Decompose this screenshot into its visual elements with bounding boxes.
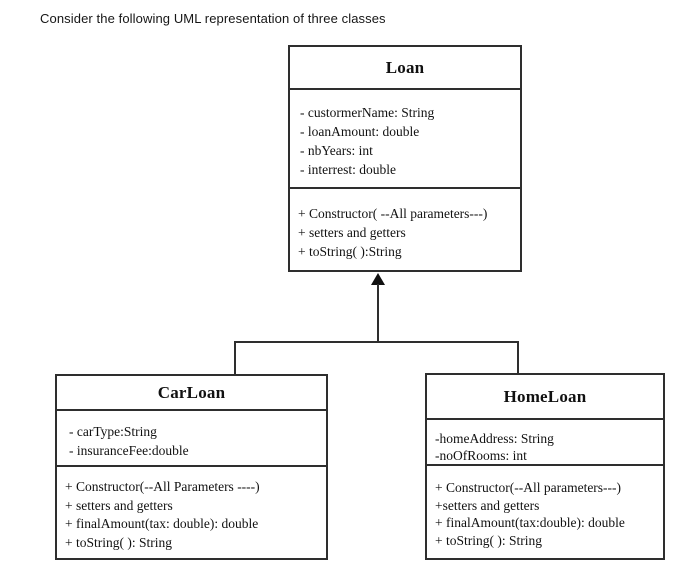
attribute-line: -noOfRooms: int [435,448,527,463]
attribute-line: - custormerName: String [300,105,435,120]
attribute-line: - interrest: double [300,162,396,177]
class-methods-homeloan: + Constructor(--All parameters---) +sett… [427,466,663,558]
class-name-homeloan: HomeLoan [427,375,663,420]
class-methods-loan: + Constructor( --All parameters---) + se… [290,189,520,270]
method-line: + Constructor( --All parameters---) [298,206,488,221]
class-name-loan: Loan [290,47,520,90]
attribute-line: - loanAmount: double [300,124,420,139]
inheritance-arrow-line [377,284,379,343]
inheritance-arrowhead-icon [371,273,385,285]
method-line: + setters and getters [65,497,173,513]
method-line: + Constructor(--All parameters---) [435,480,622,495]
attribute-line: -homeAddress: String [435,431,554,446]
class-attributes-carloan: - carType:String - insuranceFee:double [57,411,326,467]
method-line: + Constructor(--All Parameters ----) [65,479,260,494]
class-attributes-loan: - custormerName: String - loanAmount: do… [290,90,520,189]
attribute-line: - insuranceFee:double [69,442,189,458]
method-line: +setters and getters [435,497,540,513]
class-box-loan: Loan - custormerName: String - loanAmoun… [288,45,522,272]
caption-text: Consider the following UML representatio… [40,11,386,26]
connector-carloan-stub [234,341,236,374]
class-box-homeloan: HomeLoan -homeAddress: String -noOfRooms… [425,373,665,560]
class-name-carloan: CarLoan [57,376,326,411]
method-line: + setters and getters [298,225,406,240]
method-line: + toString( ): String [435,532,542,548]
method-line: + toString( ): String [65,534,172,550]
connector-homeloan-stub [517,341,519,373]
connector-horizontal-line [234,341,519,343]
method-line: + finalAmount(tax: double): double [65,516,259,531]
method-line: + finalAmount(tax:double): double [435,515,625,530]
attribute-line: - nbYears: int [300,143,373,158]
class-attributes-homeloan: -homeAddress: String -noOfRooms: int [427,420,663,466]
class-box-carloan: CarLoan - carType:String - insuranceFee:… [55,374,328,560]
class-methods-carloan: + Constructor(--All Parameters ----) + s… [57,467,326,558]
method-line: + toString( ):String [298,244,402,259]
attribute-line: - carType:String [69,424,157,439]
